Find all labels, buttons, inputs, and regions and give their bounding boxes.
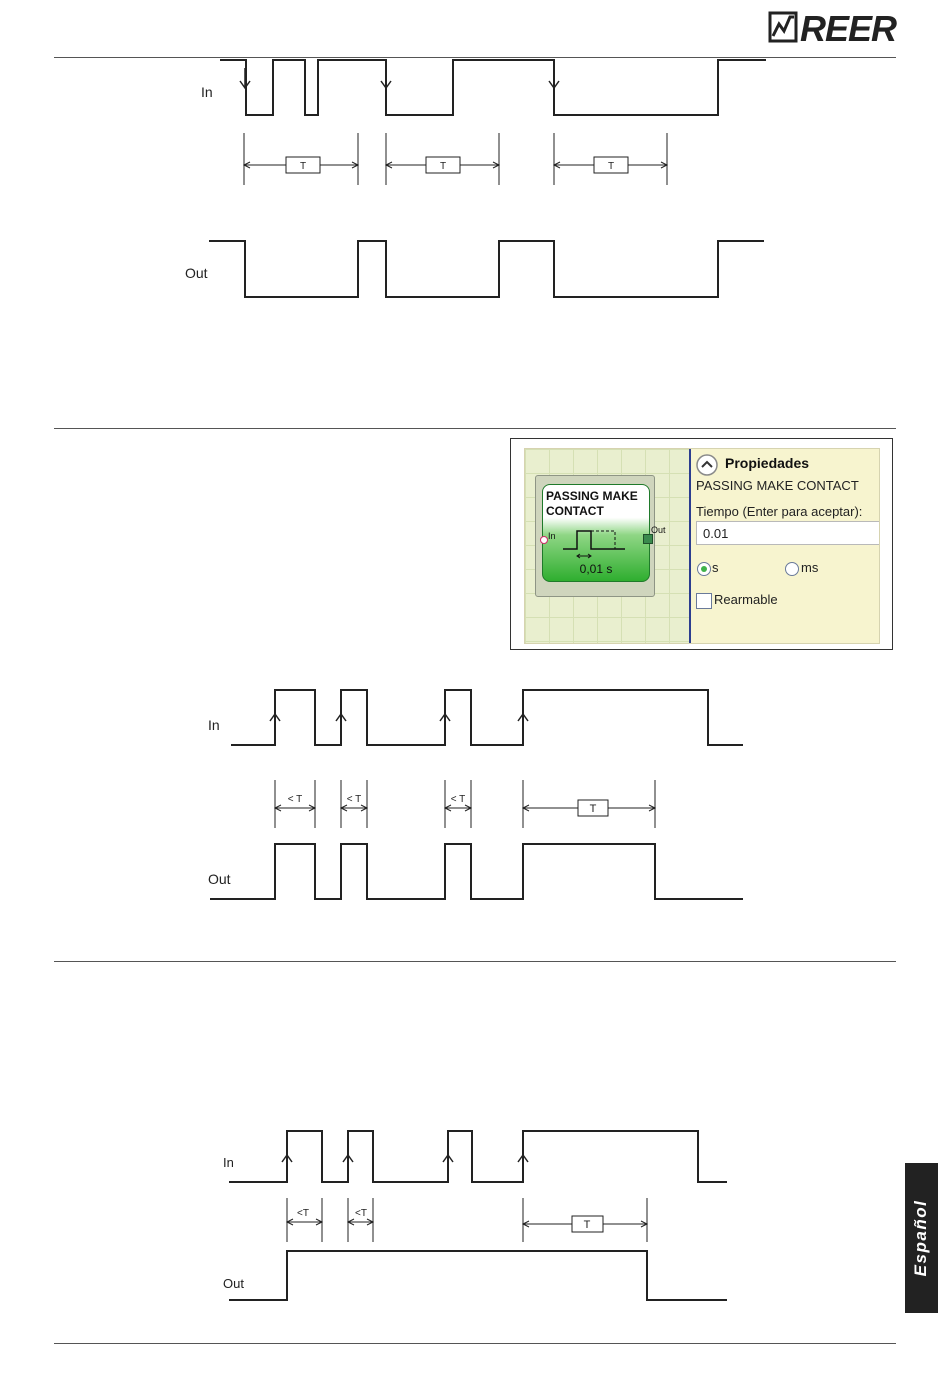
footer-rule	[54, 1343, 896, 1344]
d3-rising-arrow-1	[282, 1155, 292, 1172]
d1-interval-2: T	[440, 161, 446, 172]
properties-block-name: PASSING MAKE CONTACT	[696, 478, 859, 493]
properties-window: PASSING MAKE CONTACT 0,01 s In Out Pr	[524, 448, 880, 644]
output-pin[interactable]	[643, 534, 653, 544]
properties-header: Propiedades	[725, 455, 809, 471]
d2-short-2: < T	[347, 794, 362, 805]
section-rule-2	[54, 961, 896, 962]
d3-short-2: <T	[355, 1208, 367, 1219]
d1-interval-1: T	[300, 161, 306, 172]
unit-ms-radio[interactable]	[785, 562, 799, 576]
d3-out-signal	[229, 1251, 727, 1300]
d2-out-signal	[210, 844, 743, 899]
rearmable-checkbox[interactable]	[696, 593, 712, 609]
d3-rising-arrow-4	[518, 1155, 528, 1172]
d3-rising-arrow-3	[443, 1155, 453, 1172]
d3-in-signal	[229, 1131, 727, 1182]
function-block-face: PASSING MAKE CONTACT 0,01 s In Out	[542, 484, 650, 582]
collapse-chevron-icon[interactable]	[695, 453, 719, 477]
output-pin-label: Out	[651, 525, 666, 535]
language-tab-label: Español	[911, 1200, 931, 1277]
designer-canvas: PASSING MAKE CONTACT 0,01 s In Out	[525, 449, 691, 643]
d3-rising-arrow-2	[343, 1155, 353, 1172]
d2-rising-arrow-3	[440, 714, 450, 734]
unit-s-radio[interactable]	[697, 562, 711, 576]
input-pin[interactable]	[540, 536, 548, 544]
function-block[interactable]: PASSING MAKE CONTACT 0,01 s In Out	[535, 475, 655, 597]
function-block-title: PASSING MAKE CONTACT	[546, 489, 650, 519]
d2-interval: T	[590, 803, 597, 815]
d1-interval-3: T	[608, 161, 614, 172]
d2-in-signal	[231, 690, 743, 745]
d2-short-3: < T	[451, 794, 466, 805]
d1-falling-arrow-2	[381, 68, 391, 88]
time-input[interactable]	[696, 521, 880, 545]
input-pin-label: In	[548, 531, 556, 541]
language-side-tab: Español	[905, 1163, 938, 1313]
d1-out-signal	[209, 241, 764, 297]
d1-falling-arrow-1	[240, 68, 250, 88]
d1-in-signal	[220, 60, 766, 115]
properties-screenshot: PASSING MAKE CONTACT 0,01 s In Out Pr	[510, 438, 893, 650]
timing-diagram-2: < T < T < T T	[0, 660, 950, 920]
unit-ms-label: ms	[801, 560, 818, 575]
d2-rising-arrow-2	[336, 714, 346, 734]
time-field-label: Tiempo (Enter para aceptar):	[696, 504, 862, 519]
rearmable-label: Rearmable	[714, 592, 778, 607]
d1-falling-arrow-3	[549, 68, 559, 88]
pulse-icon	[563, 529, 643, 561]
section-rule-1	[54, 428, 896, 429]
unit-s-label: s	[712, 560, 719, 575]
timing-diagram-3: <T <T T	[0, 1110, 950, 1320]
d2-rising-arrow-1	[270, 714, 280, 734]
d2-short-1: < T	[288, 794, 303, 805]
d3-short-1: <T	[297, 1208, 309, 1219]
d2-rising-arrow-4	[518, 714, 528, 734]
function-block-time: 0,01 s	[543, 562, 649, 576]
timing-diagram-1: T T T	[0, 0, 950, 330]
d3-interval: T	[584, 1219, 591, 1231]
